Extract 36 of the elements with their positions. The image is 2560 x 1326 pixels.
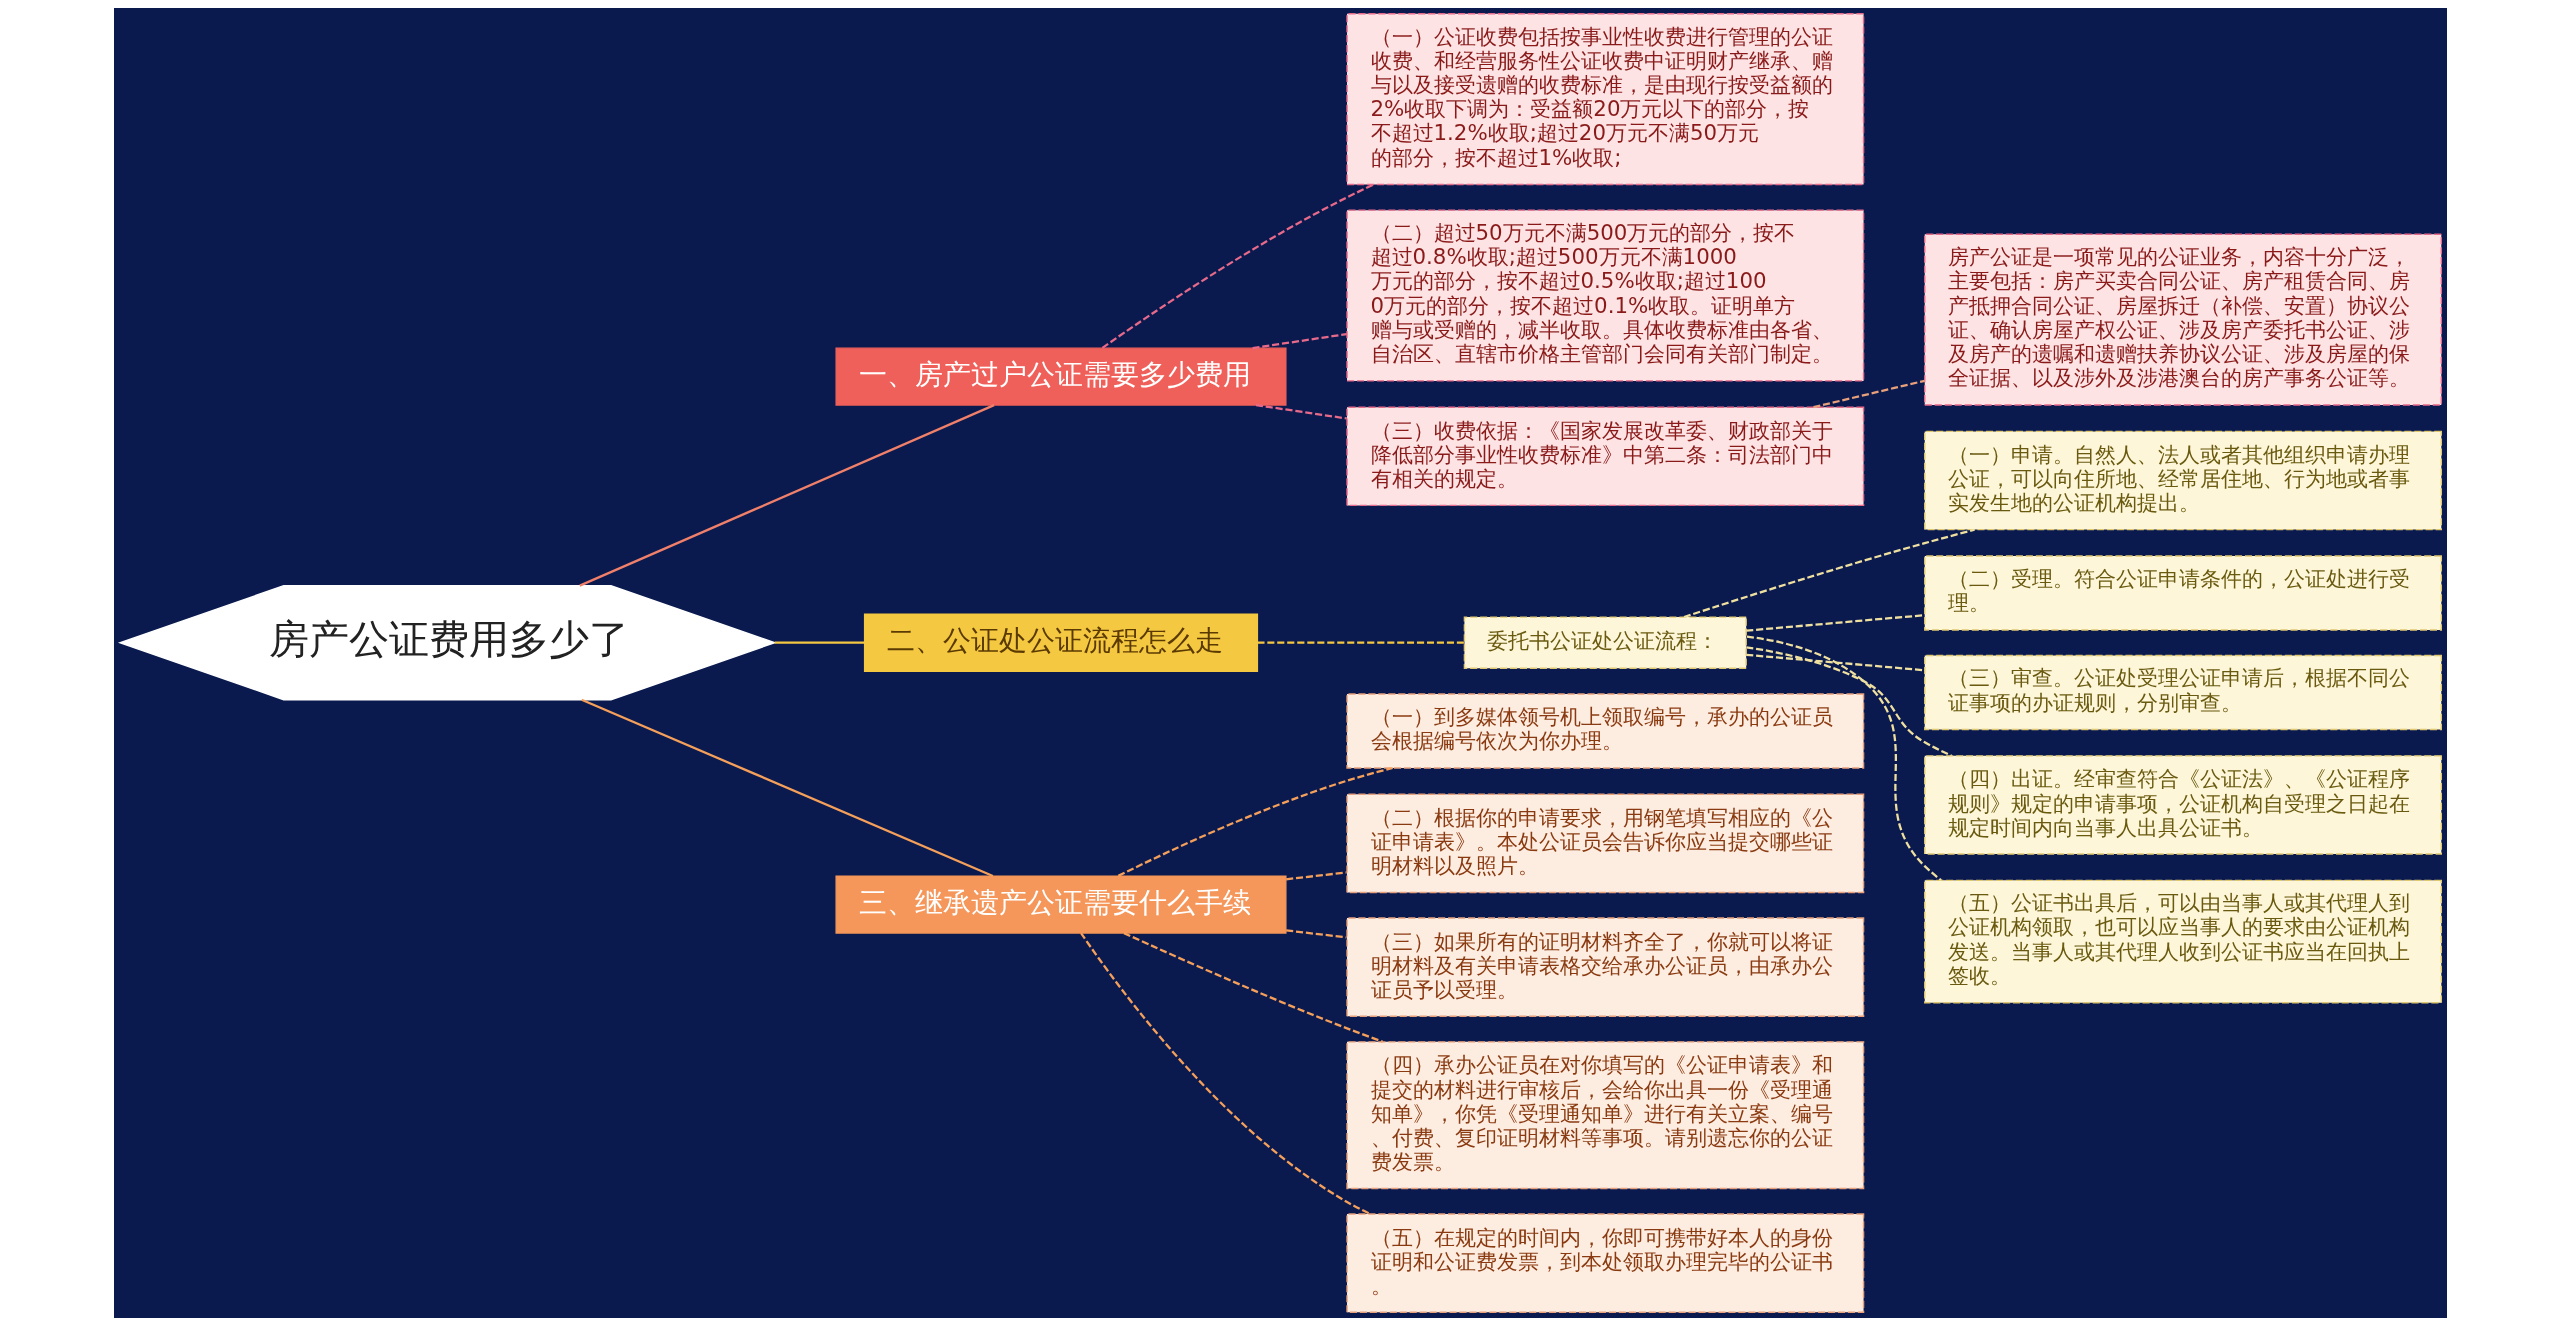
node-box: （二）受理。符合公证申请条件的，公证处进行受理。 xyxy=(1923,555,2442,631)
node-box: 一、房产过户公证需要多少费用 xyxy=(834,347,1287,406)
node-box: （四）承办公证员在对你填写的《公证申请表》和提交的材料进行审核后，会给你出具一份《受理通知单》，你凭《受理通知单》进行有关立案、编号、付费、复印证明材料等事项。请别遗忘你的公证费发票。 xyxy=(1345,1041,1864,1190)
connector xyxy=(1812,379,1925,409)
connector xyxy=(580,698,993,877)
connector xyxy=(1251,332,1347,350)
connector xyxy=(1079,932,1370,1215)
node-box: （三）如果所有的证明材料齐全了，你就可以将证明材料及有关申请表格交给承办公证员，由承办公证员予以受理。 xyxy=(1345,917,1864,1017)
connector xyxy=(1285,929,1347,939)
node-box: （二）根据你的申请要求，用钢笔填写相应的《公证申请表》。本处公证员会告诉你应当提交哪些证明材料以及照片。 xyxy=(1345,793,1864,894)
connector xyxy=(1285,871,1347,881)
node-box: （三）审查。公证处受理公证申请后，根据不同公证事项的办证规则，分别审查。 xyxy=(1923,654,2442,731)
node-box: 委托书公证处公证流程： xyxy=(1463,616,1747,670)
connector xyxy=(1255,404,1347,420)
connector xyxy=(1123,932,1383,1043)
node-box: （三）收费依据：《国家发展改革委、财政部关于降低部分事业性收费标准》中第二条：司法部门中有相关的规定。 xyxy=(1345,406,1864,507)
connector xyxy=(1117,766,1393,877)
node-box: （一）到多媒体领号机上领取编号，承办的公证员会根据编号依次为你办理。 xyxy=(1345,693,1864,769)
node-box: （一）申请。自然人、法人或者其他组织申请办理公证，可以向住所地、经常居住地、行为地或者事实发生地的公证机构提出。 xyxy=(1923,430,2442,531)
connector xyxy=(1745,653,1924,672)
connector xyxy=(578,404,995,587)
connector xyxy=(774,641,864,644)
node-box: 房产公证是一项常见的公证业务，内容十分广泛，主要包括：房产买卖合同公证、房产租赁合同、房产抵押合同公证、房屋拆迁（补偿、安置）协议公证、确认房屋产权公证、涉及房产委托书公证、涉及房产的遗嘱和遗赠扶养协议公证、涉及房屋的保全证据、以及涉外及涉港澳台的房产事务公证等。 xyxy=(1923,233,2442,406)
node-box: （五）在规定的时间内，你即可携带好本人的身份证明和公证费发票，到本处领取办理完毕的公证书。 xyxy=(1345,1213,1864,1313)
connector xyxy=(1257,641,1464,644)
node-box: 三、继承遗产公证需要什么手续 xyxy=(834,875,1287,934)
connector xyxy=(1683,528,1975,619)
node-box: 二、公证处公证流程怎么走 xyxy=(863,613,1258,672)
connector xyxy=(1746,635,1942,882)
node-box: （一）公证收费包括按事业性收费进行管理的公证收费、和经营服务性公证收费中证明财产继承、赠与以及接受遗赠的收费标准，是由现行按受益额的2%收取下调为：受益额20万元以下的部分，按不超过1.2%收取;超过20万元不满50万元的部分，按不超过1%收取; xyxy=(1345,13,1864,186)
node-box: （二）超过50万元不满500万元的部分，按不超过0.8%收取;超过500万元不满1000万元的部分，按不超过0.5%收取;超过1000万元的部分，按不超过0.1%收取。证明单方赠与或受赠的，减半收取。具体收费标准由各省、自治区、直辖市价格主管部门会同有关部门制定。 xyxy=(1345,209,1864,382)
connector xyxy=(1745,614,1924,632)
node-box: （四）出证。经审查符合《公证法》、《公证程序规则》规定的申请事项，公证机构自受理之日起在规定时间内向当事人出具公证书。 xyxy=(1923,755,2442,855)
node-box: （五）公证书出具后，可以由当事人或其代理人到公证机构领取，也可以应当事人的要求由公证机构发送。当事人或其代理人收到公证书应当在回执上签收。 xyxy=(1923,879,2442,1004)
connector xyxy=(1101,183,1374,349)
connector xyxy=(1745,646,1952,757)
